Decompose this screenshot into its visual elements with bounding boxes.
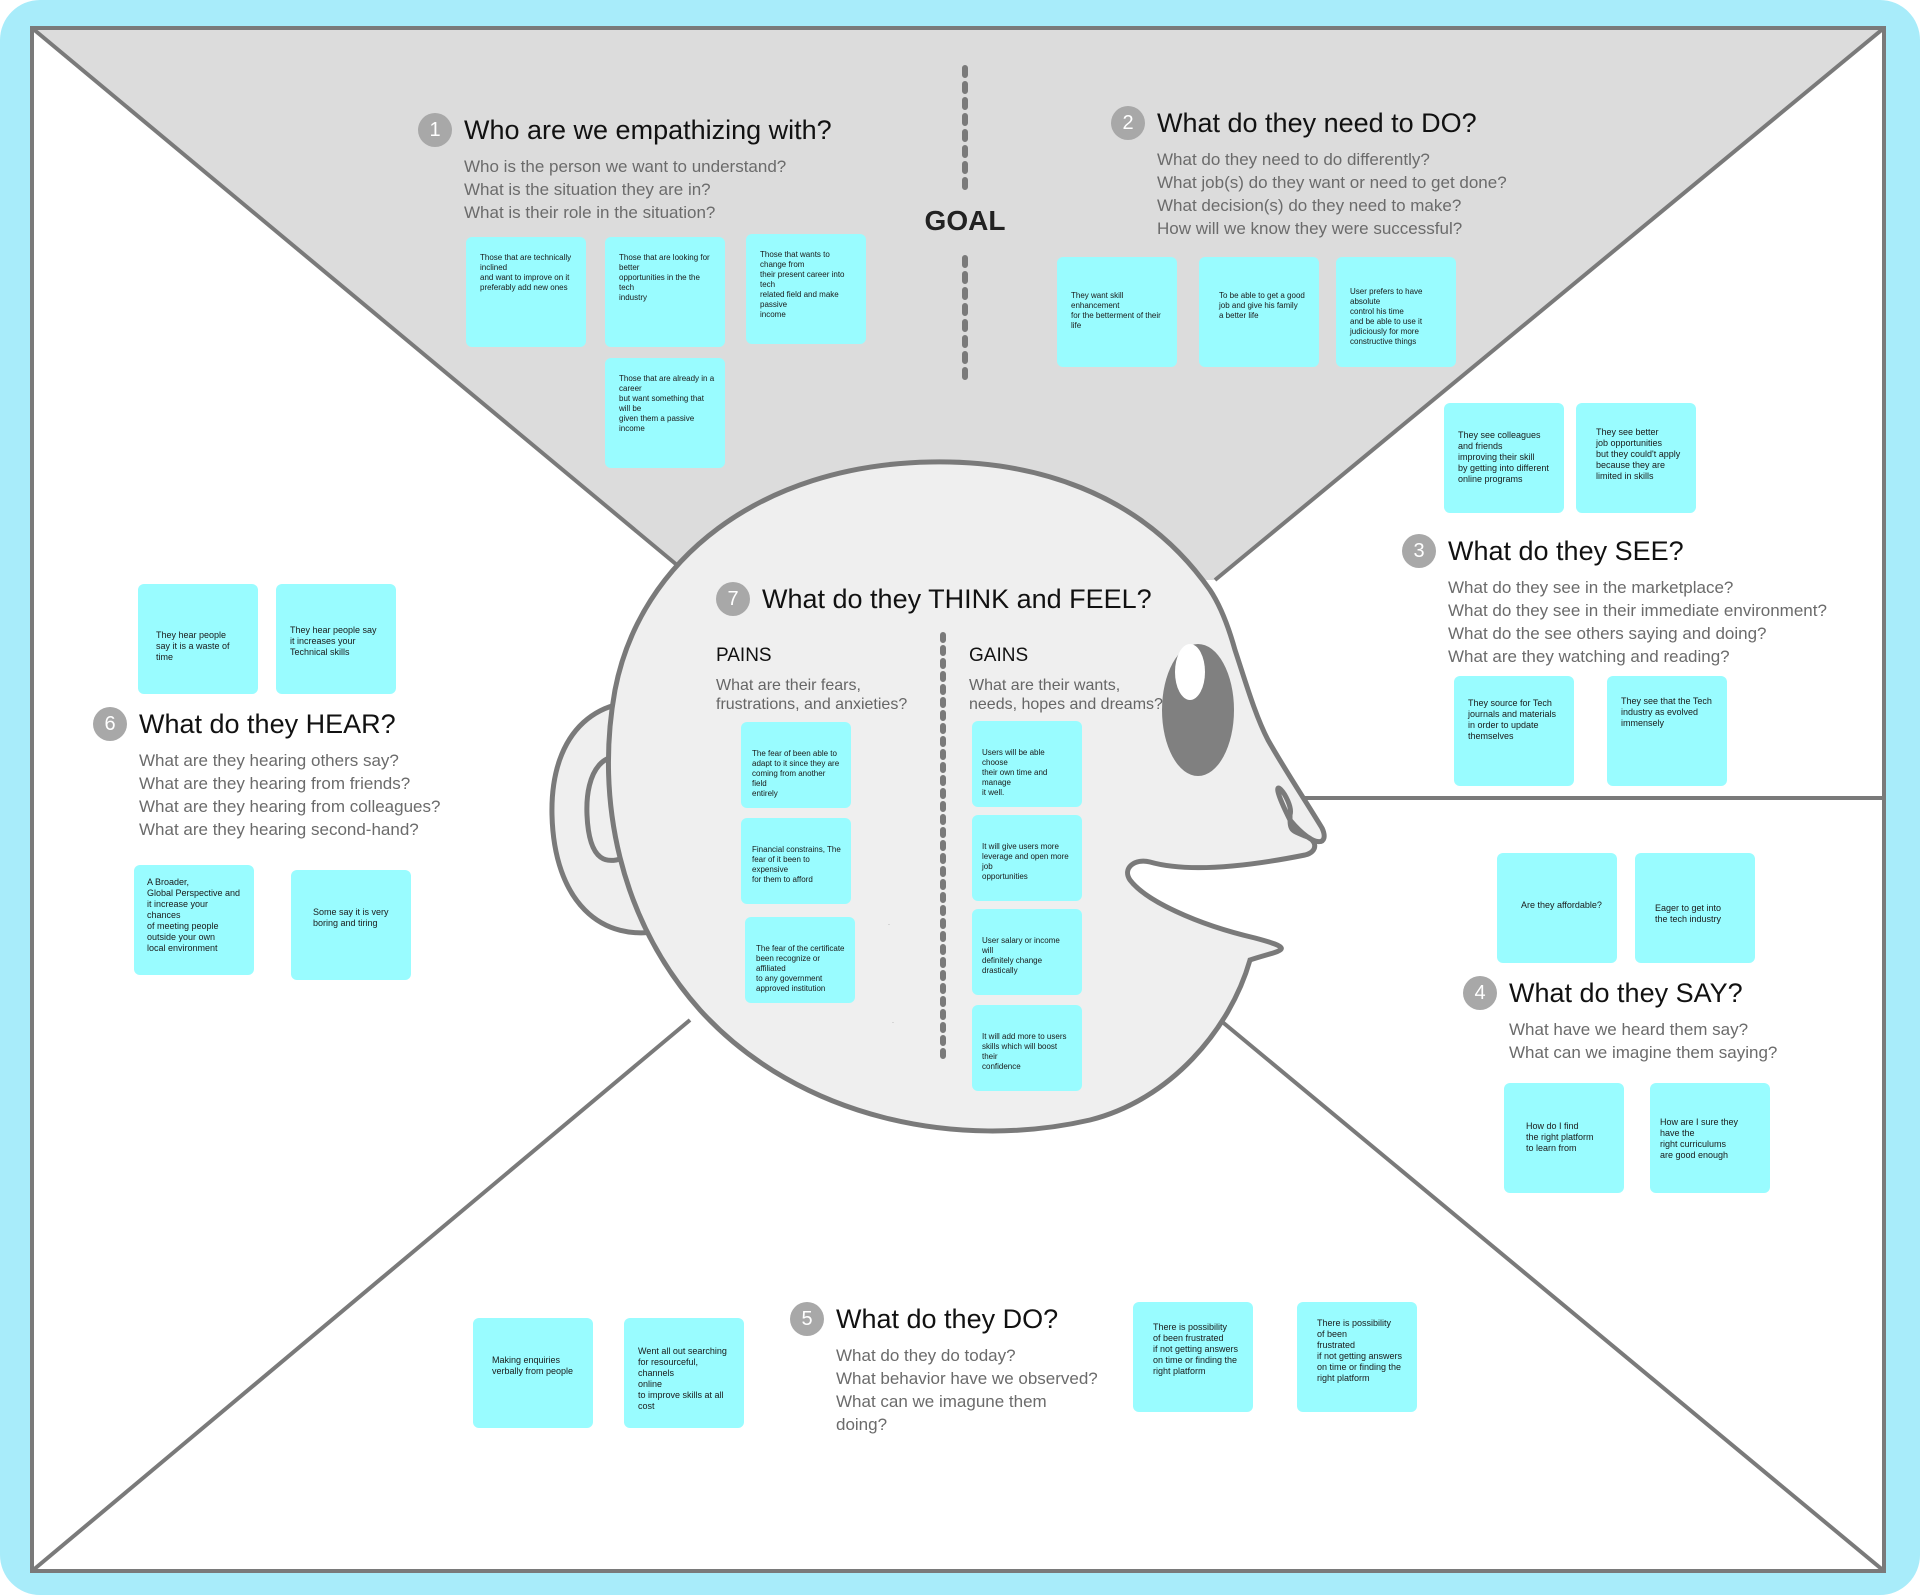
section-question: What do they need to do differently? — [1157, 150, 1430, 169]
section-title: What do they DO? — [836, 1303, 1059, 1334]
section-question: What do the see others saying and doing? — [1448, 624, 1767, 643]
section-title: What do they SEE? — [1448, 535, 1684, 566]
sticky-note[interactable]: There is possibility of been frustrated … — [1297, 1302, 1417, 1412]
section-title: What do they SAY? — [1509, 977, 1743, 1008]
section-number-badge: 4 — [1463, 976, 1497, 1010]
section-title: Who are we empathizing with? — [464, 114, 832, 145]
sticky-note[interactable]: They want skill enhancement for the bett… — [1057, 257, 1177, 367]
divider-bottom-right — [1218, 1018, 1886, 1573]
stray-mark: · — [888, 922, 890, 928]
section-question: What do they do today? — [836, 1346, 1016, 1365]
sticky-note[interactable]: User prefers to have absolute control hi… — [1336, 257, 1456, 367]
sticky-note[interactable]: Went all out searching for resourceful, … — [624, 1318, 744, 1428]
sticky-note[interactable]: They see better job opportunities but th… — [1576, 403, 1696, 513]
section-question: What job(s) do they want or need to get … — [1157, 173, 1507, 192]
sticky-note[interactable]: Those that are already in a career but w… — [605, 358, 725, 468]
sticky-note[interactable]: Some say it is very boring and tiring — [291, 870, 411, 980]
sticky-note[interactable]: Eager to get into the tech industry — [1635, 853, 1755, 963]
sticky-note[interactable]: The fear of been able to adapt to it sin… — [741, 722, 851, 808]
sticky-note[interactable]: How do I find the right platform to lear… — [1504, 1083, 1624, 1193]
section-think-feel: 7 What do they THINK and FEEL? — [716, 582, 1152, 616]
sticky-note[interactable]: A Broader, Global Perspective and it inc… — [134, 865, 254, 975]
sticky-note[interactable]: They hear people say it is a waste of ti… — [138, 584, 258, 694]
sticky-note[interactable]: To be able to get a good job and give hi… — [1199, 257, 1319, 367]
section-say: 4 What do they SAY? What have we heard th… — [1463, 976, 1777, 1064]
sticky-note[interactable]: Users will be able choose their own time… — [972, 721, 1082, 807]
section-question: What can we imagine them saying? — [1509, 1043, 1778, 1062]
sticky-note[interactable]: User salary or income will definitely ch… — [972, 909, 1082, 995]
section-number-badge: 1 — [418, 113, 452, 147]
sticky-note[interactable]: Those that are looking for better opport… — [605, 237, 725, 347]
section-question: What are they watching and reading? — [1448, 647, 1730, 666]
sticky-note[interactable]: There is possibility of been frustrated … — [1133, 1302, 1253, 1412]
section-number-badge: 3 — [1402, 534, 1436, 568]
sticky-note[interactable]: Those that are technically inclined and … — [466, 237, 586, 347]
pains-heading: PAINS — [716, 645, 772, 666]
section-number-badge: 6 — [93, 707, 127, 741]
sticky-note[interactable]: It will add more to users skills which w… — [972, 1005, 1082, 1091]
section-question: What are they hearing from colleagues? — [139, 797, 441, 816]
section-number-badge: 2 — [1111, 106, 1145, 140]
divider-bottom-left — [30, 1018, 692, 1573]
divider-top-left — [30, 26, 697, 582]
section-question: What do they see in their immediate envi… — [1448, 601, 1827, 620]
sticky-note[interactable]: Are they affordable? — [1497, 853, 1617, 963]
section-question: What behavior have we observed? — [836, 1369, 1098, 1388]
goal-region — [32, 28, 1884, 580]
sticky-note[interactable]: Making enquiries verbally from people — [473, 1318, 593, 1428]
section-title: What do they THINK and FEEL? — [762, 583, 1152, 614]
sticky-note[interactable]: It will give users more leverage and ope… — [972, 815, 1082, 901]
section-question: What do they see in the marketplace? — [1448, 578, 1734, 597]
section-question: How will we know they were successful? — [1157, 219, 1463, 238]
sticky-note[interactable]: They see colleagues and friends improvin… — [1444, 403, 1564, 513]
section-doing: 5 What do they DO? What do they do today?… — [790, 1302, 1098, 1436]
section-who: 1 Who are we empathizing with? Who is the… — [418, 113, 832, 224]
section-number-badge: 5 — [790, 1302, 824, 1336]
sticky-note[interactable]: How are I sure they have the right curri… — [1650, 1083, 1770, 1193]
section-question: What are they hearing second-hand? — [139, 820, 419, 839]
section-do: 2 What do they need to DO? What do they n… — [1111, 106, 1507, 240]
section-question: Who is the person we want to understand? — [464, 157, 787, 176]
sticky-note[interactable]: They see that the Tech industry as evolv… — [1607, 676, 1727, 786]
section-question: What are they hearing others say? — [139, 751, 399, 770]
gains-heading: GAINS — [969, 645, 1029, 666]
section-question: What have we heard them say? — [1509, 1020, 1749, 1039]
pains-question: What are their fears, frustrations, and … — [716, 677, 908, 713]
section-question: What are they hearing from friends? — [139, 774, 411, 793]
sticky-note[interactable]: Those that wants to change from their pr… — [746, 234, 866, 344]
sticky-note[interactable]: The fear of the certificate been recogni… — [745, 917, 855, 1003]
section-question: What decision(s) do they need to make? — [1157, 196, 1462, 215]
section-see: 3 What do they SEE? What do they see in t… — [1402, 534, 1827, 668]
section-number-badge: 7 — [716, 582, 750, 616]
section-question: What can we imagune them — [836, 1392, 1047, 1411]
divider-top-right — [1213, 26, 1886, 582]
sticky-note[interactable]: They hear people say it increases your T… — [276, 584, 396, 694]
gains-question: What are their wants, needs, hopes and d… — [969, 677, 1163, 713]
section-hear: 6 What do they HEAR? What are they hearin… — [93, 707, 440, 841]
eye-highlight — [1175, 644, 1205, 700]
goal-label: GOAL — [924, 205, 1006, 236]
section-question: What is their role in the situation? — [464, 203, 716, 222]
sticky-note[interactable]: They source for Tech journals and materi… — [1454, 676, 1574, 786]
sticky-note[interactable]: Financial constrains, The fear of it bee… — [741, 818, 851, 904]
section-title: What do they need to DO? — [1157, 107, 1477, 138]
stray-mark: · — [892, 1020, 894, 1026]
section-question: doing? — [836, 1415, 888, 1434]
board-border — [30, 26, 1886, 1573]
section-question: What is the situation they are in? — [464, 180, 711, 199]
section-title: What do they HEAR? — [139, 708, 396, 739]
